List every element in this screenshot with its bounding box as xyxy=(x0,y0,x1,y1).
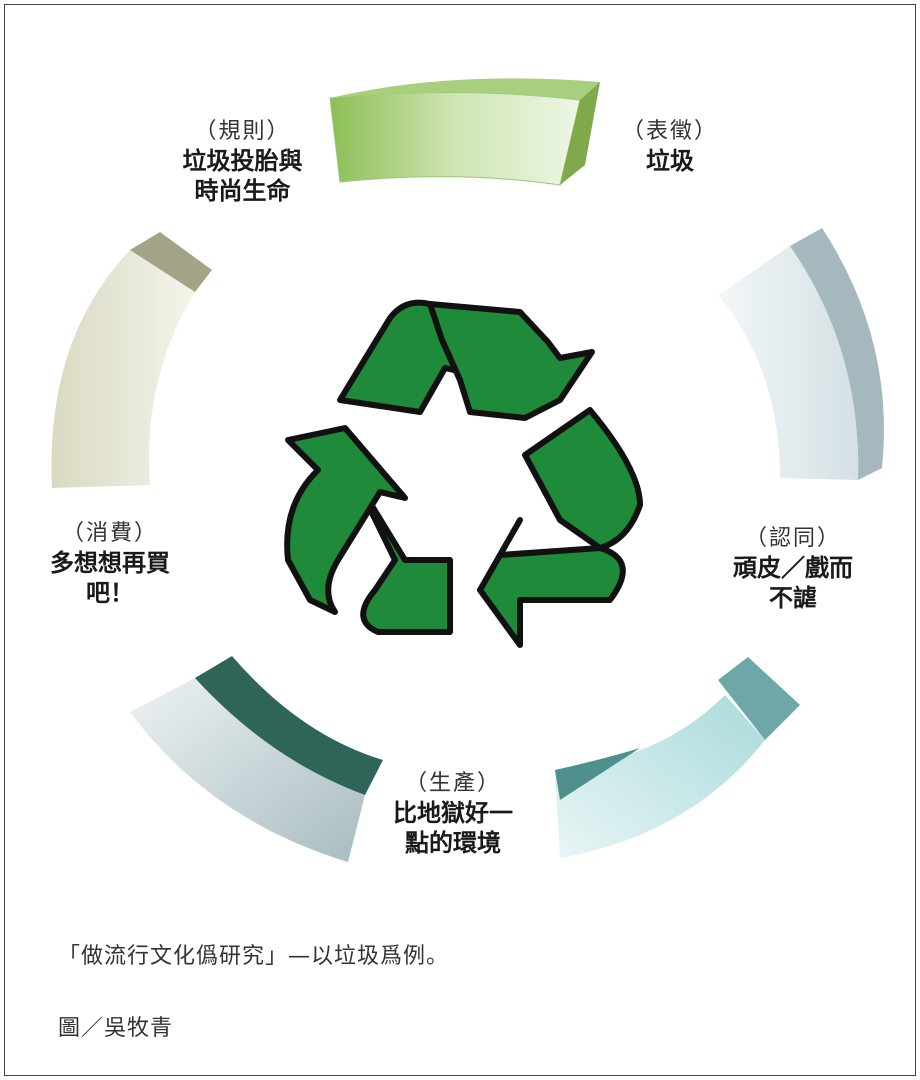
segment-guize-front xyxy=(51,250,195,488)
label-rentong: （認同） 頑皮／戲而 不謔 xyxy=(718,525,868,613)
segment-biaozheng-front xyxy=(329,91,581,186)
label-biaozheng-text: 垃圾 xyxy=(646,146,694,175)
label-guize-kind: （規則） xyxy=(194,119,291,144)
segment-biaozheng xyxy=(329,78,600,186)
segment-guize-top xyxy=(130,232,212,292)
label-xiaofei: （消費） 多想想再買 吧！ xyxy=(35,520,185,608)
label-biaozheng: （表徵） 垃圾 xyxy=(610,118,730,176)
label-shengchan-text: 比地獄好一 點的環境 xyxy=(393,798,513,857)
segment-xiaofei-side xyxy=(195,656,383,795)
label-guize-text: 垃圾投胎與 時尚生命 xyxy=(182,146,303,205)
label-rentong-kind: （認同） xyxy=(744,526,841,551)
segment-rentong xyxy=(718,228,884,480)
segment-xiaofei-front xyxy=(130,678,365,862)
segment-shengchan-front xyxy=(555,695,765,858)
label-shengchan: （生產） 比地獄好一 點的環境 xyxy=(378,770,528,858)
segment-xiaofei xyxy=(130,656,383,862)
segment-biaozheng-top xyxy=(330,78,600,100)
recycle-icon xyxy=(284,299,643,648)
segment-guize xyxy=(51,232,212,488)
segment-shengchan-side xyxy=(718,657,800,740)
recycle-arrow-right xyxy=(522,407,643,551)
label-rentong-text: 頑皮／戲而 不謔 xyxy=(733,553,853,612)
label-guize: （規則） 垃圾投胎與 時尚生命 xyxy=(160,118,325,206)
label-shengchan-kind: （生產） xyxy=(404,771,501,796)
figure-credit: 圖／吳牧青 xyxy=(58,1016,174,1041)
segment-biaozheng-side xyxy=(560,82,600,185)
segment-shengchan xyxy=(555,657,800,858)
label-biaozheng-kind: （表徵） xyxy=(621,119,718,144)
recycle-arrow-top-head xyxy=(427,301,595,421)
segment-rentong-front xyxy=(718,246,859,480)
recycle-arrow-left xyxy=(352,475,453,635)
segment-rentong-side xyxy=(790,228,884,480)
figure-frame xyxy=(4,4,916,1076)
recycle-arrow-left-head xyxy=(284,425,408,615)
label-xiaofei-kind: （消費） xyxy=(61,521,158,546)
segment-shengchan-edge xyxy=(555,748,640,800)
label-xiaofei-text: 多想想再買 吧！ xyxy=(50,548,170,607)
figure-caption: 「做流行文化僞研究」—以垃圾爲例。 xyxy=(58,944,450,969)
recycle-arrow-right-head xyxy=(477,517,626,648)
